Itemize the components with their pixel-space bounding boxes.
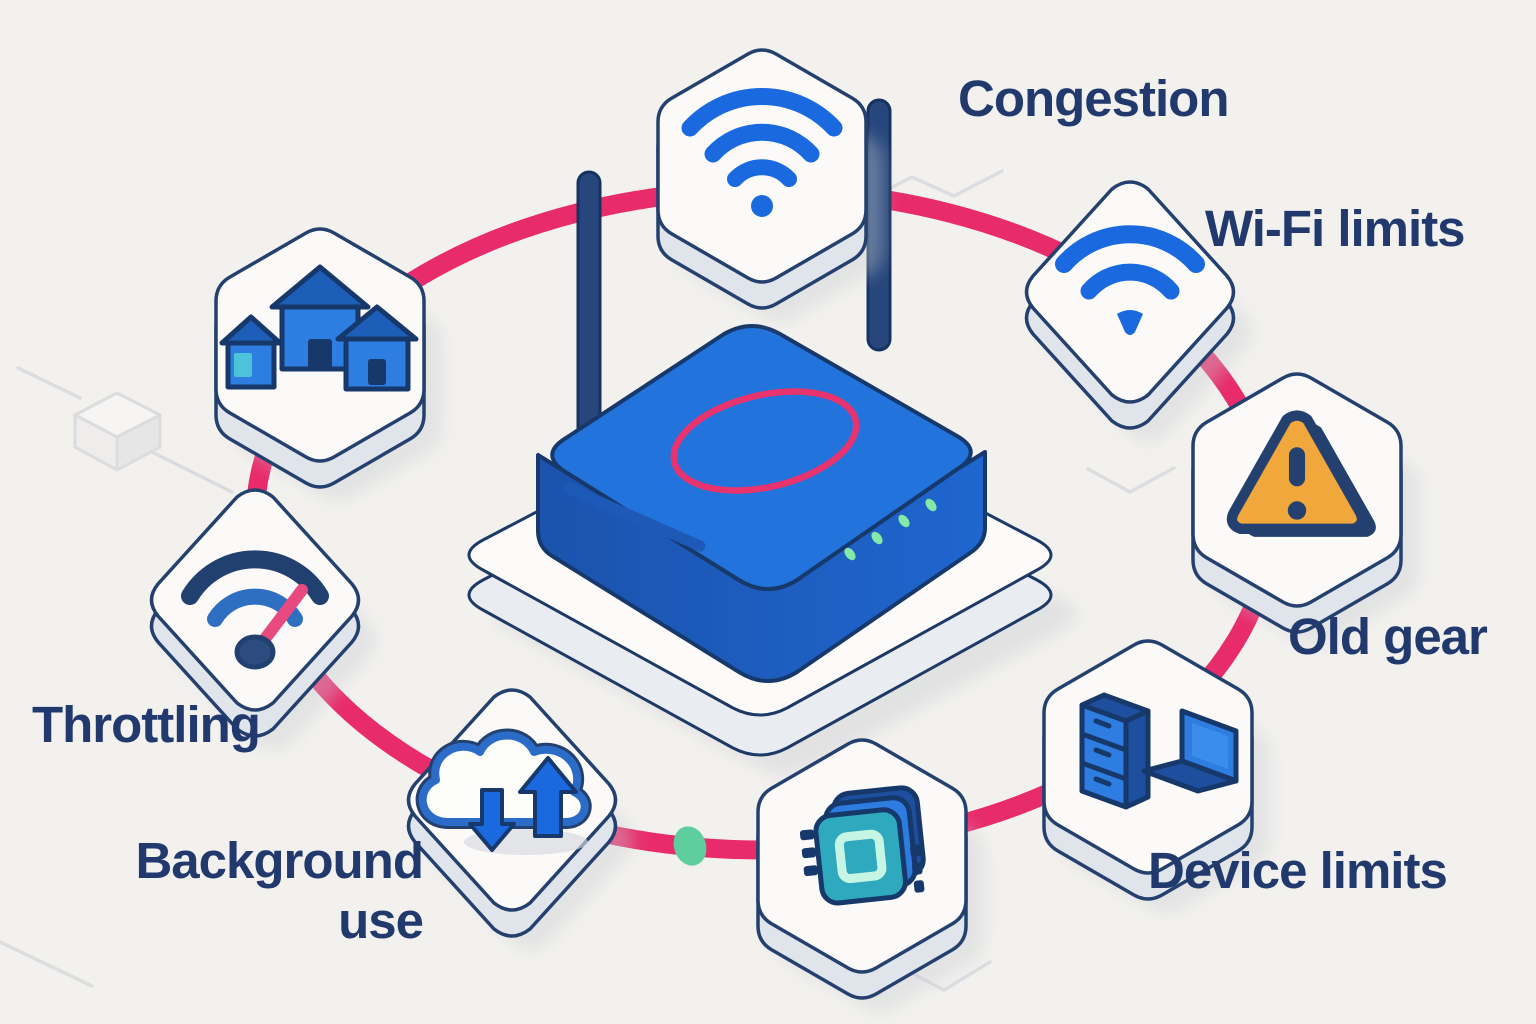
label-device-limits: Device limits <box>1148 842 1448 899</box>
cloud-transfer-icon <box>415 728 592 855</box>
tile-neighborhood <box>214 227 442 501</box>
houses-icon <box>219 264 419 392</box>
tile-wifi-limits <box>1024 180 1252 442</box>
server-laptop-icon <box>1079 692 1239 810</box>
decoration-line <box>0 940 94 988</box>
background-decorations <box>0 169 1176 992</box>
router-vent-slot <box>562 482 706 552</box>
decoration-zigzag <box>1086 466 1176 494</box>
led-dot <box>925 498 937 512</box>
label-background-line2: use <box>338 892 424 949</box>
tile-device-hardware <box>1042 639 1270 913</box>
wifi-signal-icon <box>1055 225 1205 335</box>
tile-cpu <box>756 738 984 1012</box>
router-top-ring <box>670 388 860 494</box>
tile-congestion <box>656 48 884 322</box>
tile-background-use <box>406 688 634 950</box>
cpu-chip-icon <box>799 785 926 906</box>
label-wifi-limits: Wi-Fi limits <box>1205 200 1466 257</box>
wifi-signal-icon <box>681 87 843 217</box>
warning-triangle-icon <box>1226 410 1376 537</box>
cube-decoration <box>73 391 162 472</box>
label-throttling: Throttling <box>32 696 261 753</box>
label-congestion: Congestion <box>958 70 1229 127</box>
led-dot <box>898 514 910 528</box>
tile-throttling <box>149 488 377 750</box>
router-led-lights <box>844 498 937 561</box>
wifi-speedometer-icon <box>181 550 329 670</box>
led-dot <box>844 547 856 561</box>
connector-node-dot <box>673 826 707 866</box>
wifi-router <box>536 324 987 683</box>
led-dot <box>871 531 883 545</box>
label-old-gear: Old gear <box>1288 608 1488 665</box>
decoration-line <box>150 450 234 494</box>
tile-old-gear <box>1191 372 1419 646</box>
decoration-line <box>16 366 82 400</box>
label-background-line1: Background <box>135 832 424 889</box>
